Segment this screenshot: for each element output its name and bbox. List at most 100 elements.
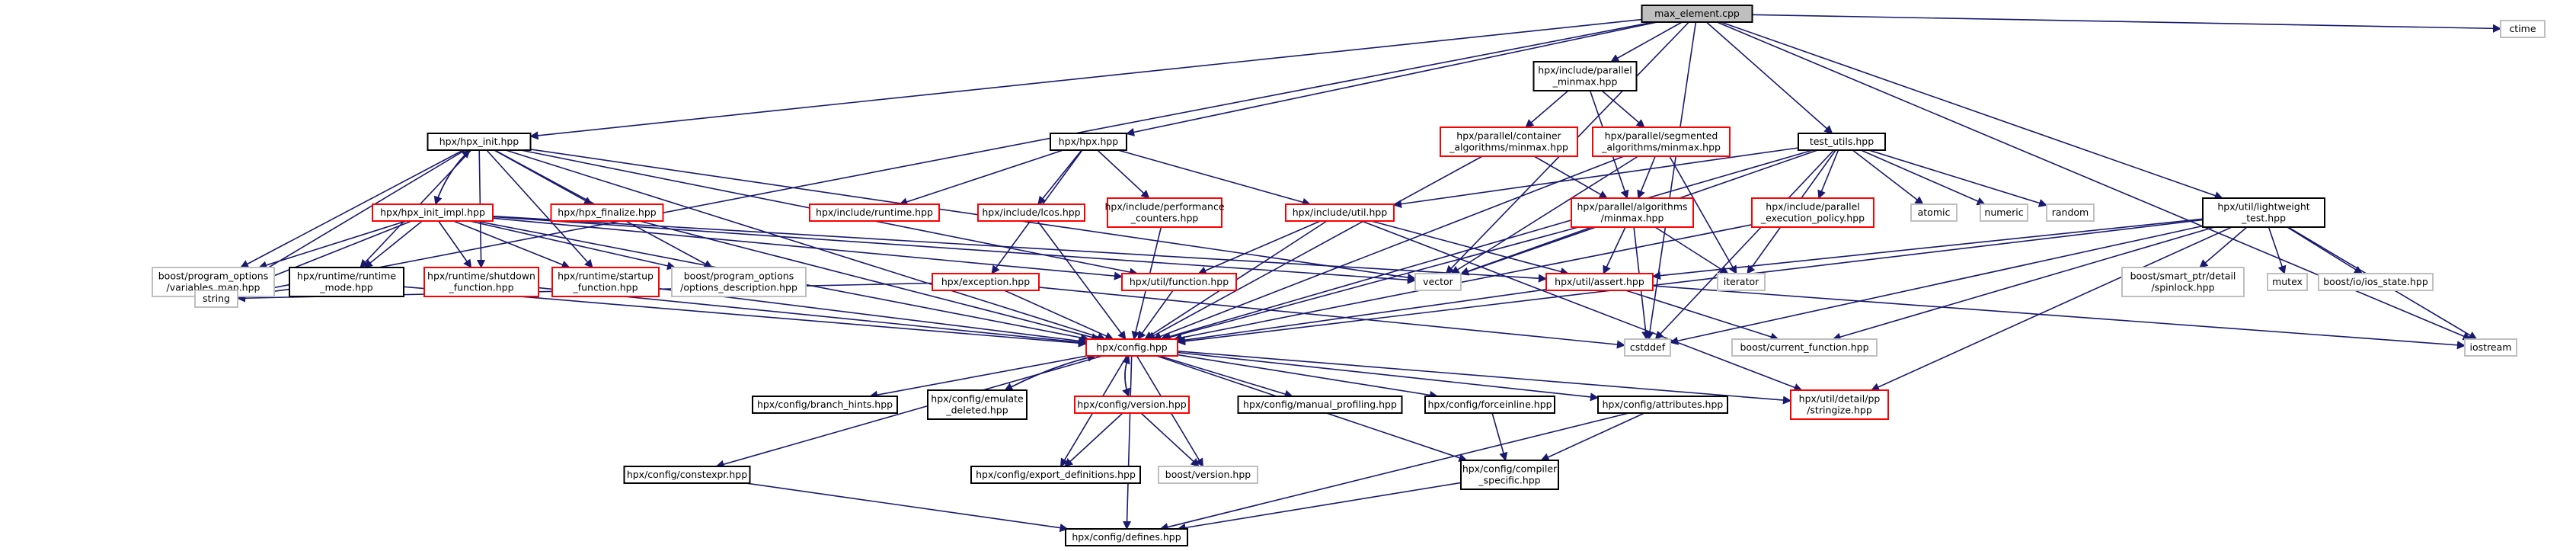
node-hpx-hpx-init[interactable]: hpx/hpx_init.hpp	[427, 133, 532, 151]
node-hpx-hpx[interactable]: hpx/hpx.hpp	[1050, 133, 1127, 151]
node-label: _algorithms/minmax.hpp	[1449, 142, 1568, 153]
edge-max_element_cpp-to-lightweight_test	[1721, 21, 2223, 200]
node-label: boost/program_options	[684, 271, 794, 282]
node-box	[671, 267, 807, 297]
edge-parallel_algorithms_minmax-to-config	[1162, 226, 1579, 341]
edge-line	[1064, 412, 1123, 467]
edge-line	[1159, 355, 1293, 399]
edge-line	[1860, 149, 1986, 206]
node-shutdown-function[interactable]: hpx/runtime/shutdown_function.hpp	[423, 267, 539, 297]
edge-constexpr-to-defines	[746, 482, 1069, 533]
node-boost-options-description: boost/program_options/options_descriptio…	[671, 267, 807, 297]
node-hpx-include-parallel-minmax[interactable]: hpx/include/parallel_minmax.hpp	[1532, 61, 1638, 91]
edge-hpx_hpx-to-include_runtime	[899, 149, 1064, 207]
node-label: boost/program_options	[158, 271, 269, 282]
edge-line	[1392, 147, 1799, 209]
node-manual-profiling[interactable]: hpx/config/manual_profiling.hpp	[1237, 396, 1403, 414]
node-compiler-specific[interactable]: hpx/config/compiler_specific.hpp	[1460, 460, 1559, 490]
edge-hpx_hpx_init-to-boost_variables_map	[240, 149, 464, 268]
edge-line	[1173, 224, 1753, 342]
node-lightweight-test[interactable]: hpx/util/lightweight_test.hpp	[2202, 197, 2325, 228]
node-hpx-init-impl[interactable]: hpx/hpx_init_impl.hpp	[372, 203, 494, 222]
node-label: hpx/config/constexpr.hpp	[627, 469, 747, 480]
node-ctime: ctime	[2500, 20, 2546, 38]
edge-compiler_specific-to-defines	[1177, 482, 1462, 532]
node-include-performance-counters[interactable]: hpx/include/performance_counters.hpp	[1104, 197, 1225, 228]
node-constexpr[interactable]: hpx/config/constexpr.hpp	[623, 466, 751, 484]
node-runtime-mode[interactable]: hpx/runtime/runtime_mode.hpp	[289, 267, 404, 297]
node-include-runtime[interactable]: hpx/include/runtime.hpp	[809, 203, 940, 222]
node-label: hpx/include/parallel	[1538, 65, 1632, 76]
node-label: hpx/parallel/algorithms	[1577, 201, 1687, 213]
edge-emulate_deleted-to-config	[1004, 353, 1097, 391]
node-label: _execution_policy.hpp	[1760, 213, 1865, 224]
node-hpx-finalize[interactable]: hpx/hpx_finalize.hpp	[550, 203, 664, 222]
node-max-element-cpp[interactable]: max_element.cpp	[1641, 5, 1753, 23]
node-segmented-algorithms-minmax[interactable]: hpx/parallel/segmented_algorithms/minmax…	[1592, 127, 1731, 157]
node-random: random	[2046, 203, 2095, 222]
edge-hpx_hpx_init-to-config	[505, 149, 1107, 341]
edge-max_element_cpp-to-iostream	[1716, 21, 2472, 341]
node-label: boost/current_function.hpp	[1740, 341, 1868, 353]
node-parallel-algorithms-minmax[interactable]: hpx/parallel/algorithms/minmax.hpp	[1571, 197, 1694, 228]
node-include-util[interactable]: hpx/include/util.hpp	[1285, 203, 1395, 222]
node-util-function[interactable]: hpx/util/function.hpp	[1121, 273, 1237, 291]
edge-line	[746, 482, 1069, 533]
node-util-assert[interactable]: hpx/util/assert.hpp	[1545, 273, 1654, 291]
edge-line	[1625, 290, 1779, 341]
edge-hpx_init_impl-to-hpx_hpx_init	[435, 149, 471, 205]
node-startup-function[interactable]: hpx/runtime/startup_function.hpp	[551, 267, 660, 297]
edge-config-to-branch_hints	[868, 355, 1088, 399]
node-branch-hints[interactable]: hpx/config/branch_hints.hpp	[752, 396, 898, 414]
node-label: hpx/hpx_init_impl.hpp	[380, 207, 485, 218]
edge-hpx_init_impl-to-util_assert	[492, 215, 1548, 283]
edge-max_element_cpp-to-test_utils	[1705, 21, 1833, 134]
edge-max_element_cpp-to-string	[236, 21, 1654, 298]
edge-max_element_cpp-to-ctime	[1752, 14, 2502, 33]
node-box	[551, 267, 660, 297]
node-box	[1571, 197, 1694, 228]
edge-line	[2268, 226, 2287, 275]
edge-line	[1122, 355, 1133, 530]
edge-line	[1361, 220, 1803, 392]
node-forceinline[interactable]: hpx/config/forceinline.hpp	[1424, 396, 1555, 414]
edge-config-to-defines	[1122, 355, 1133, 530]
edge-line	[868, 355, 1088, 399]
edge-hpx_hpx_init-to-hpx_init_impl	[433, 149, 471, 206]
edge-config-to-forceinline	[1177, 354, 1439, 399]
node-stringize[interactable]: hpx/util/detail/pp/stringize.hpp	[1790, 389, 1889, 420]
edge-hpx_init_impl-to-boost_options_description	[469, 220, 676, 271]
node-box	[1085, 338, 1178, 357]
node-label: hpx/util/assert.hpp	[1555, 276, 1644, 287]
node-box	[809, 203, 940, 222]
node-container-algorithms-minmax[interactable]: hpx/parallel/container_algorithms/minmax…	[1440, 127, 1578, 157]
node-box	[1641, 5, 1753, 23]
node-include-parallel-execution-policy[interactable]: hpx/include/parallel_execution_policy.hp…	[1751, 197, 1874, 228]
node-emulate-deleted[interactable]: hpx/config/emulate_deleted.hpp	[927, 389, 1028, 420]
node-include-lcos[interactable]: hpx/include/lcos.hpp	[977, 203, 1085, 222]
node-export-definitions[interactable]: hpx/config/export_definitions.hpp	[970, 466, 1141, 484]
edge-line	[492, 215, 1548, 283]
edge-segmented_algorithms_minmax-to-parallel_algorithms_minmax	[1637, 155, 1656, 200]
edge-config_version-to-export_definitions	[1064, 412, 1123, 467]
node-boost-current-function: boost/current_function.hpp	[1731, 338, 1878, 357]
edge-test_utils-to-include_parallel_execution_policy	[1817, 149, 1839, 200]
edge-line	[1125, 21, 1657, 136]
edge-line	[505, 149, 1107, 341]
node-config-version[interactable]: hpx/config/version.hpp	[1074, 396, 1190, 414]
node-attributes[interactable]: hpx/config/attributes.hpp	[1597, 396, 1728, 414]
node-defines[interactable]: hpx/config/defines.hpp	[1065, 528, 1188, 546]
edge-line	[2287, 226, 2363, 274]
node-label: numeric	[1984, 207, 2023, 218]
node-box	[1424, 396, 1555, 414]
node-boost-spinlock: boost/smart_ptr/detail/spinlock.hpp	[2121, 267, 2245, 297]
node-label: hpx/config/forceinline.hpp	[1427, 399, 1552, 410]
edge-line	[1832, 226, 2215, 341]
node-test-utils[interactable]: test_utils.hpp	[1798, 133, 1886, 151]
node-exception[interactable]: hpx/exception.hpp	[932, 273, 1040, 291]
node-config[interactable]: hpx/config.hpp	[1085, 338, 1178, 357]
edge-attributes-to-defines	[1159, 412, 1629, 532]
edge-test_utils-to-config	[1159, 149, 1814, 341]
node-label: ctime	[2509, 23, 2536, 34]
edge-config-to-emulate_deleted	[1004, 355, 1096, 391]
